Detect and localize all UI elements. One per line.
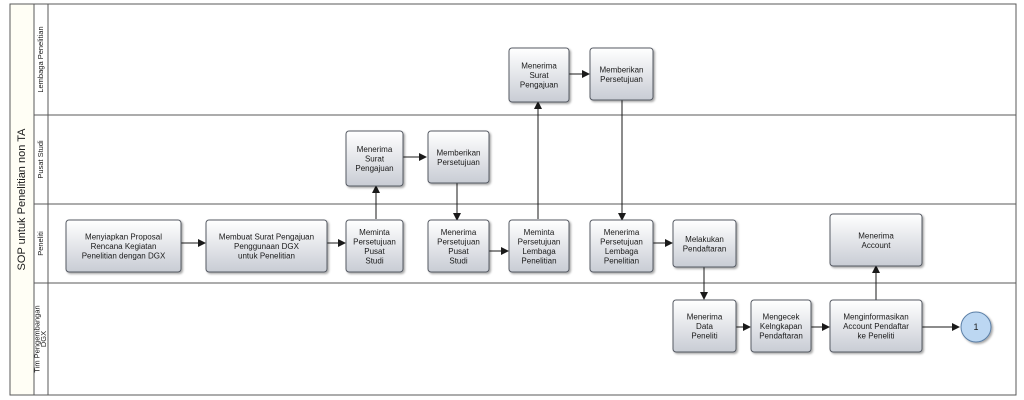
process-box[interactable] [345, 219, 404, 273]
lane-frame [33, 282, 1017, 396]
process-label-line: Penggunaan DGX [234, 242, 300, 251]
process-box[interactable] [345, 130, 404, 187]
lanes: Lembaga Penelitian Pusat Studi Peneliti … [33, 3, 1017, 396]
process-box[interactable] [672, 219, 737, 268]
process-label-line: Persetujuan [518, 237, 561, 246]
process-label-line: Meminta [524, 228, 555, 237]
connector-circle[interactable] [960, 311, 992, 343]
process-label-line: Menerima [604, 228, 640, 237]
process-label-line: Menginformasikan [843, 313, 908, 322]
process-box[interactable] [508, 219, 570, 273]
process-label-line: Account Pendaftar [843, 322, 909, 331]
process-label-line: Account [862, 241, 892, 250]
process-label-line: Penelitian dengan DGX [82, 252, 166, 261]
process-label-line: Memberikan [599, 65, 643, 74]
process-label-line: Persetujuan [600, 237, 643, 246]
process-label-line: Studi [365, 256, 383, 265]
process-box[interactable] [508, 47, 570, 103]
process-label-line: Pusat [364, 247, 385, 256]
process-label-line: Pusat [448, 247, 469, 256]
process-label-line: untuk Penelitian [238, 252, 295, 261]
pool-header [9, 3, 35, 396]
process-box[interactable] [750, 299, 812, 353]
process-box[interactable] [205, 219, 328, 273]
process-label-line: Pendaftaran [759, 332, 803, 341]
process-label-line: Pendaftaran [683, 244, 727, 253]
lane-label: Lembaga Penelitian [36, 26, 45, 92]
process-box[interactable] [427, 130, 490, 184]
process-label-line: Menerima [521, 62, 557, 71]
process-label-line: Menerima [441, 228, 477, 237]
process-box[interactable] [672, 299, 737, 353]
process-label-line: Pengajuan [520, 81, 558, 90]
process-label-line: Persetujuan [437, 158, 480, 167]
lane-label: Tim Pengembangan [33, 305, 42, 372]
process-label-line: Data [696, 322, 713, 331]
process-label-line: Rencana Kegiatan [91, 242, 157, 251]
process-box[interactable] [65, 219, 182, 273]
process-label-line: Meminta [359, 228, 390, 237]
process-box[interactable] [589, 219, 654, 273]
process-label-line: Lembaga [605, 247, 639, 256]
process-label-line: Menerima [687, 313, 723, 322]
process-label-line: Studi [449, 256, 467, 265]
process-label-line: Pengajuan [355, 164, 393, 173]
process-box[interactable] [829, 299, 923, 353]
process-label-line: Menerima [357, 145, 393, 154]
process-label-line: Mengecek [763, 313, 801, 322]
process-label-line: Menerima [858, 231, 894, 240]
process-box[interactable] [589, 47, 654, 101]
process-label-line: Penelitian [521, 256, 556, 265]
off-page-connector[interactable]: 1 [960, 311, 992, 343]
process-label-line: Surat [365, 155, 385, 164]
process-label-line: ke Peneliti [858, 332, 895, 341]
process-label-line: Penelitian [604, 256, 639, 265]
process-label-line: Melakukan [685, 235, 724, 244]
process-label-line: Membuat Surat Pengajuan [219, 233, 314, 242]
lane-label: Pusat Studi [36, 140, 45, 179]
lane-label: Peneliti [36, 231, 45, 256]
process-label-line: Persetujuan [437, 237, 480, 246]
pool-title: SOP untuk Penelitian non TA [16, 128, 28, 271]
process-label-line: Kelngkapan [760, 322, 802, 331]
process-label-line: Menyiapkan Proposal [85, 233, 162, 242]
lane-tim-pengembangan-dgx: Tim Pengembangan DGX [33, 282, 1017, 396]
process-label-line: Persetujuan [353, 237, 396, 246]
lane-label: DGX [39, 331, 48, 347]
process-label-line: Persetujuan [600, 75, 643, 84]
connector-label: 1 [973, 322, 978, 332]
process-label-line: Peneliti [691, 332, 717, 341]
process-label-line: Surat [529, 71, 549, 80]
edges [181, 70, 960, 331]
process-label-line: Memberikan [436, 148, 480, 157]
process-label-line: Lembaga [522, 247, 556, 256]
process-box[interactable] [829, 213, 923, 267]
process-box[interactable] [427, 219, 490, 273]
